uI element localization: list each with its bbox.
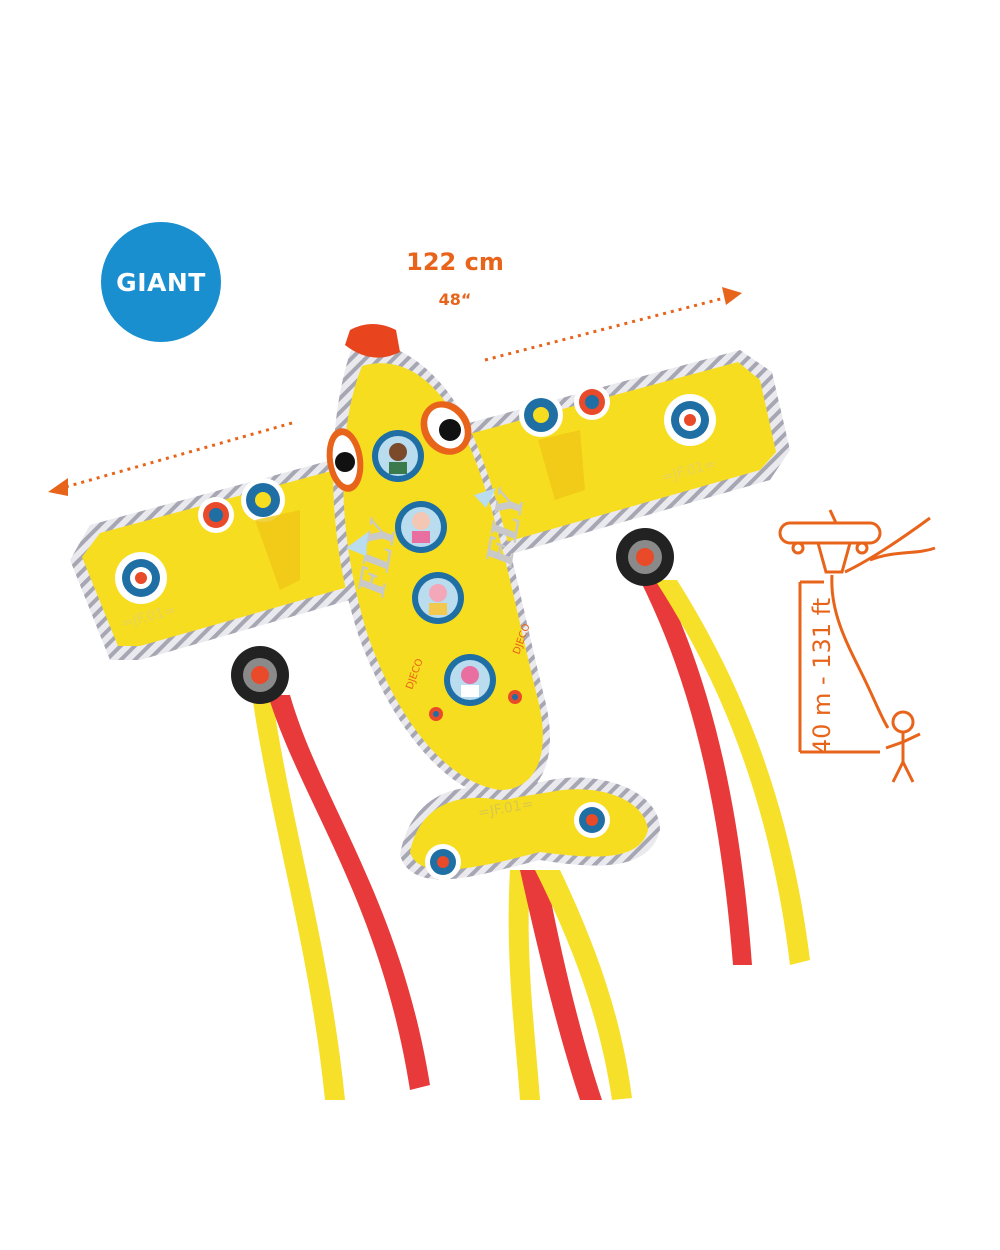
- nose-cone-icon: [345, 324, 400, 358]
- eye-right-icon: [420, 401, 472, 455]
- engine-left-icon: [198, 478, 300, 590]
- giant-badge: GIANT: [101, 222, 221, 342]
- hand-icon: [844, 516, 936, 574]
- tail-ribbons: [508, 870, 632, 1100]
- left-wheel-icon: [231, 646, 289, 704]
- width-metric-label: 122 cm: [406, 248, 504, 276]
- engine-right-icon: [519, 384, 610, 500]
- tail-roundel-left: [425, 844, 461, 880]
- porthole-1: [372, 430, 424, 482]
- tail-roundel-right: [574, 802, 610, 838]
- flight-height-diagram: [778, 509, 936, 783]
- right-wheel-icon: [616, 528, 674, 586]
- mini-plane-icon: [778, 509, 882, 574]
- kite-fuselage: FLY FLY DJECO DJECO: [326, 324, 550, 800]
- arrow-head-right-icon: [722, 287, 742, 305]
- width-arrow-left: [61, 421, 293, 490]
- fuselage-triangle-right: [474, 488, 496, 508]
- person-icon: [885, 710, 921, 783]
- fuselage-triangle-left: [346, 532, 368, 556]
- width-arrow-right: [484, 295, 729, 362]
- eye-left-icon: [326, 428, 364, 492]
- wing-roundel-right: [664, 394, 716, 446]
- left-wheel-ribbons: [252, 695, 430, 1100]
- kite-string: [830, 574, 890, 729]
- porthole-2: [395, 501, 447, 553]
- right-wheel-ribbons: [640, 580, 810, 965]
- porthole-3: [412, 572, 464, 624]
- arrow-head-left-icon: [48, 478, 68, 496]
- giant-badge-label: GIANT: [116, 267, 206, 297]
- kite-tail: =JF.01=: [400, 777, 660, 880]
- wing-roundel-left: [115, 552, 167, 604]
- width-imperial-label: 48“: [438, 290, 472, 309]
- porthole-4: [444, 654, 496, 706]
